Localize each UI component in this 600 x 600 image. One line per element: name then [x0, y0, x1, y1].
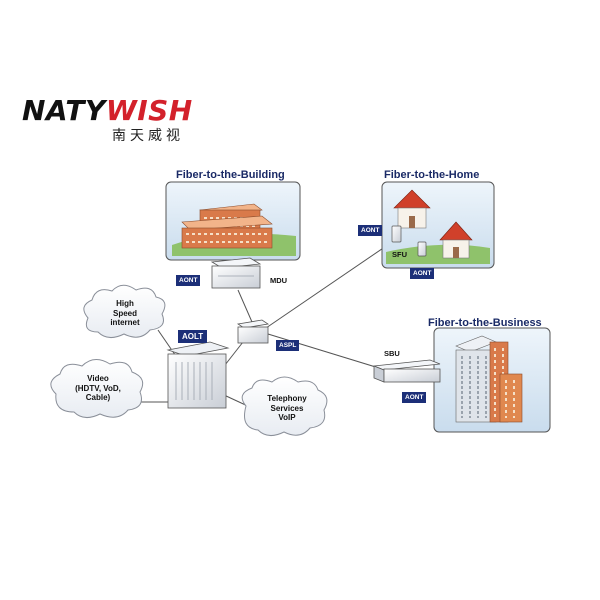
brand-chinese-name: 南天威视 — [112, 128, 184, 144]
mdu-device — [210, 257, 262, 289]
aont-tag-business: AONT — [402, 392, 427, 403]
internet-cloud — [83, 284, 166, 338]
mdu-label: MDU — [270, 276, 288, 285]
line-splitter-home — [265, 239, 396, 329]
aont-tag-home-left: AONT — [358, 225, 383, 236]
sfu-label: SFU — [392, 250, 407, 259]
video-service-label: Video (HDTV, VoD, Cable) — [75, 374, 121, 402]
aspl-tag: ASPL — [276, 340, 300, 351]
office-tower-main — [455, 335, 497, 423]
brand-name-part2: WISH — [105, 94, 193, 127]
house-left — [393, 189, 431, 229]
house-right — [439, 221, 473, 259]
title-fiber-to-the-building: Fiber-to-the-Building — [176, 169, 285, 181]
title-fiber-to-the-home: Fiber-to-the-Home — [384, 169, 480, 181]
telephony-service-label: Telephony Services VoIP — [267, 394, 307, 422]
aont-tag-home-right: AONT — [410, 268, 435, 279]
brand-wordmark: NATYWISH — [22, 96, 193, 126]
line-splitter-mdu — [237, 289, 253, 323]
office-tower-side — [489, 341, 523, 423]
apartment-building-front — [181, 215, 273, 249]
business-panel — [433, 327, 551, 433]
video-cloud — [50, 359, 144, 418]
aolt-tag: AOLT — [178, 330, 208, 343]
building-panel — [165, 181, 301, 261]
aspl-splitter — [236, 319, 270, 344]
internet-service-label: High Speed internet — [110, 299, 140, 327]
aolt-chassis — [166, 341, 230, 409]
telephony-cloud — [241, 376, 328, 436]
brand-name-part1: NATY — [22, 94, 106, 127]
line-aolt-splitter — [224, 341, 244, 366]
sbu-device — [373, 359, 441, 383]
aont-tag-building: AONT — [176, 275, 201, 286]
sfu-device — [391, 225, 427, 257]
title-fiber-to-the-business: Fiber-to-the-Business — [428, 317, 542, 329]
sbu-label: SBU — [384, 349, 400, 358]
brand-logo: NATYWISH 南天威视 — [22, 96, 198, 146]
